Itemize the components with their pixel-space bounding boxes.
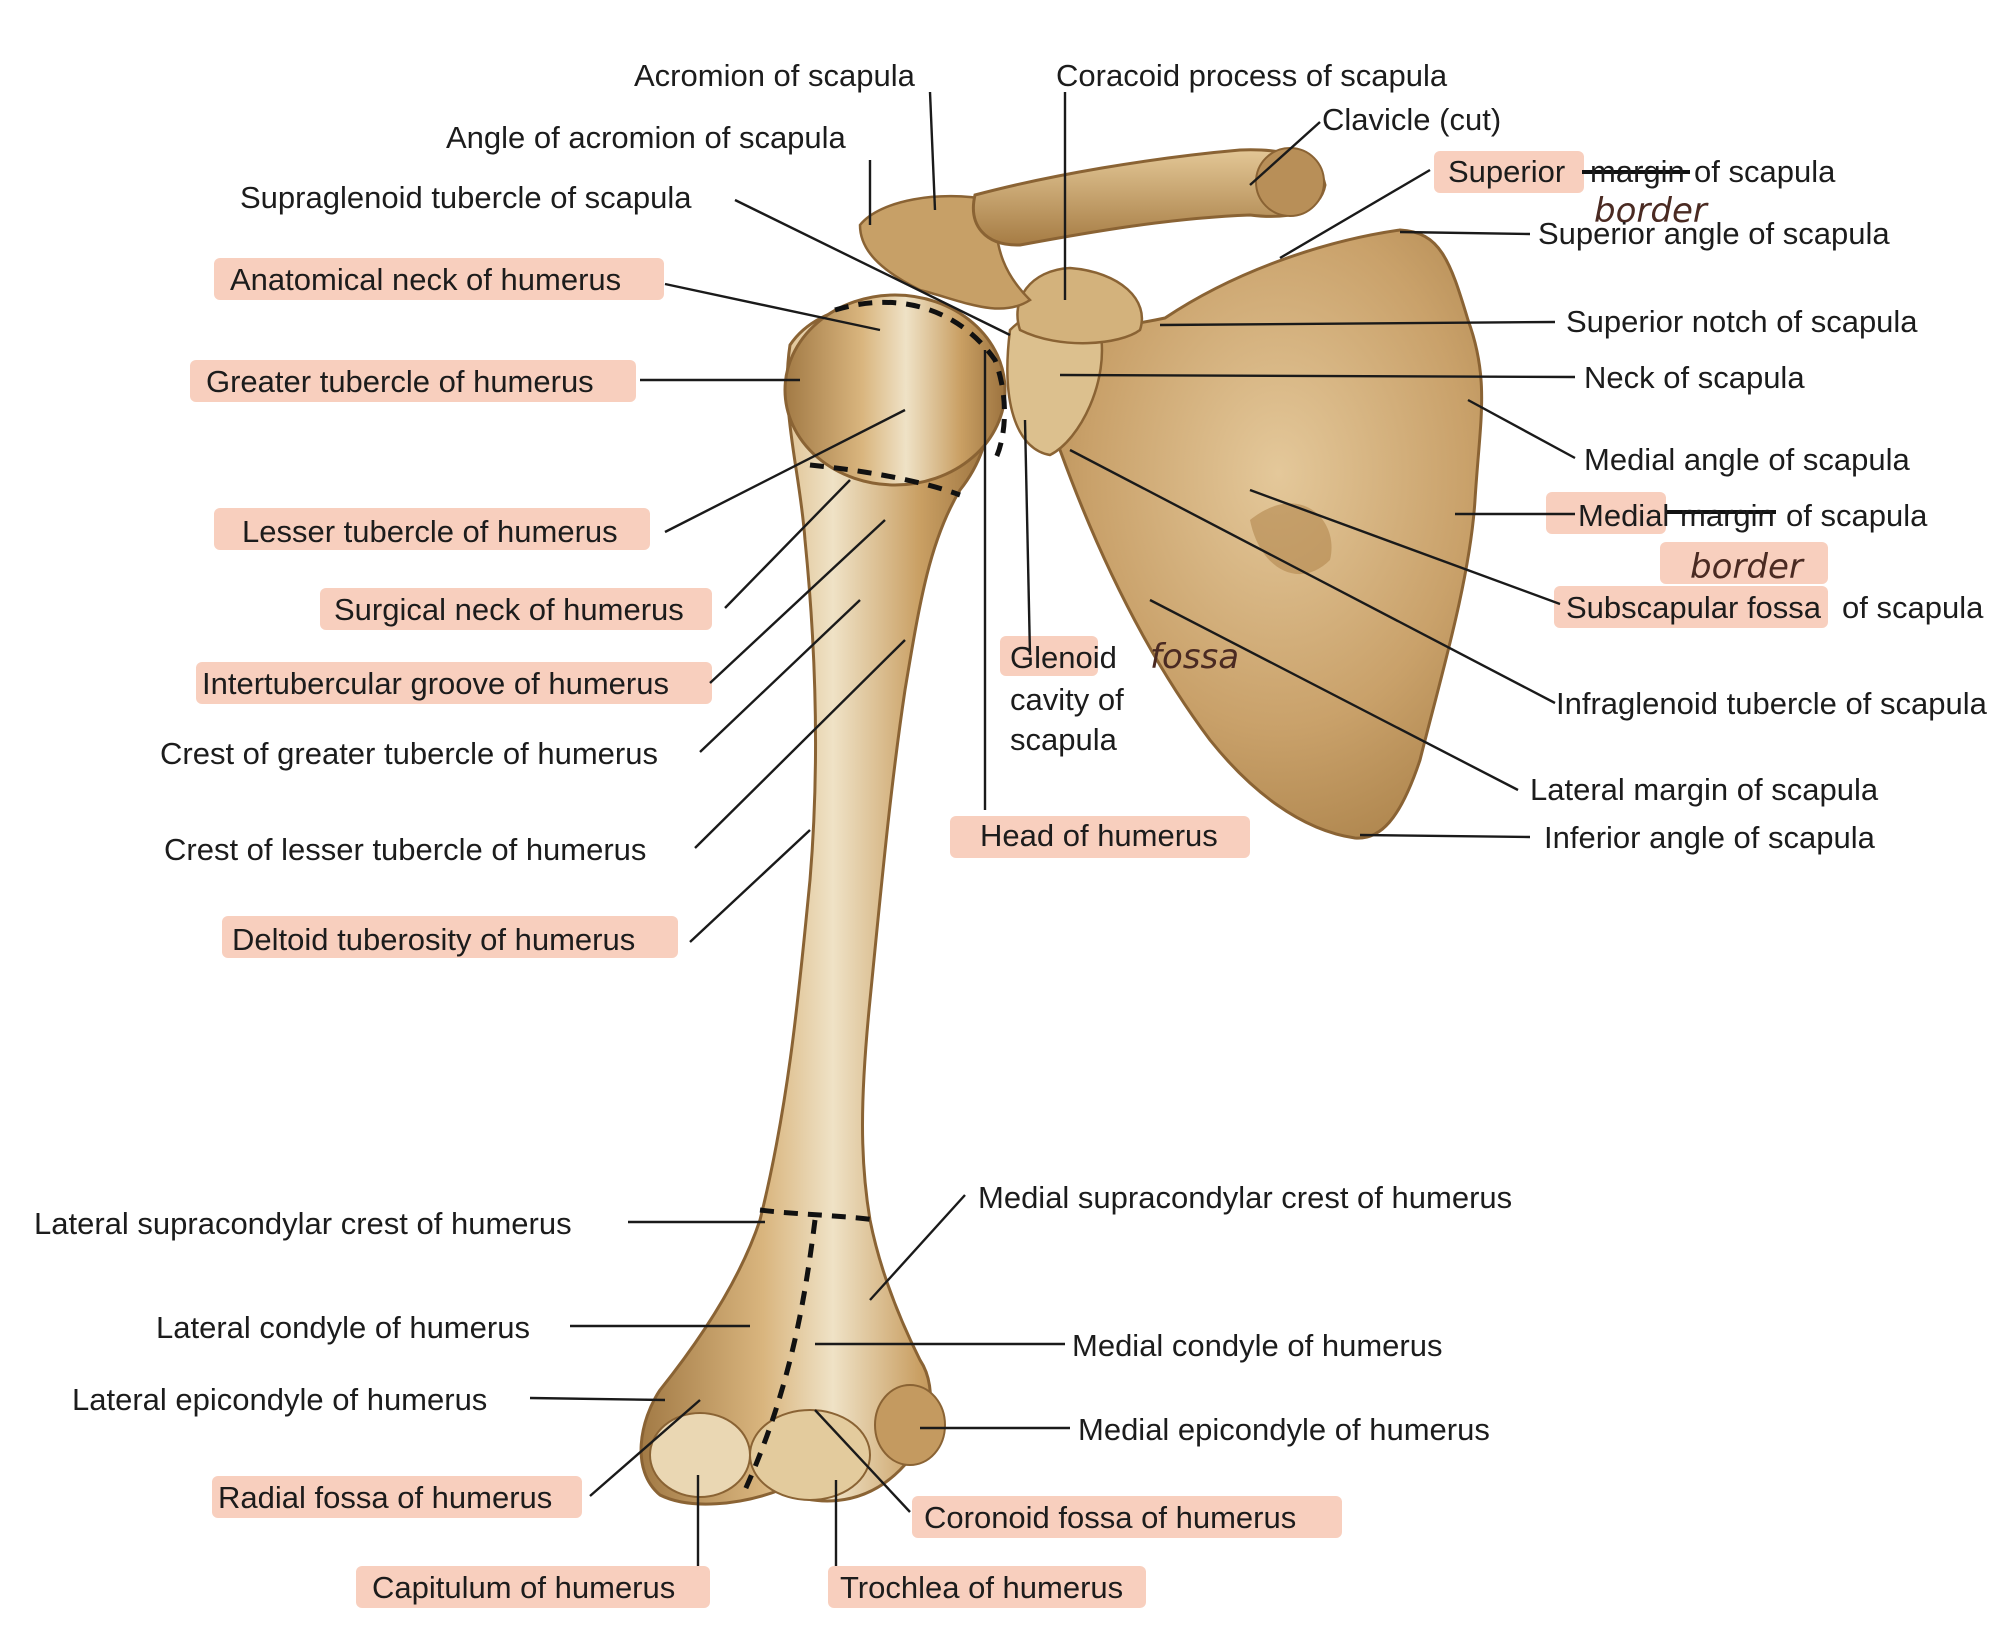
label-medial-margin-b: margin	[1680, 498, 1775, 533]
bone-illustration	[639, 147, 1484, 1506]
label-infraglenoid: Infraglenoid tubercle of scapula	[1556, 686, 1988, 721]
label-inferior-angle: Inferior angle of scapula	[1544, 820, 1876, 855]
label-subscapular-b: of scapula	[1842, 590, 1984, 625]
label-med-supracondylar: Medial supracondylar crest of humerus	[978, 1180, 1512, 1215]
label-lesser-tubercle: Lesser tubercle of humerus	[242, 514, 618, 549]
label-med-epicondyle: Medial epicondyle of humerus	[1078, 1412, 1490, 1447]
leader-lines	[529, 91, 1776, 1566]
label-neck-scapula: Neck of scapula	[1584, 360, 1805, 395]
label-acromion: Acromion of scapula	[634, 58, 916, 93]
label-glenoid-1: Glenoid	[1010, 640, 1117, 675]
labels: Acromion of scapula Coracoid process of …	[34, 58, 1988, 1605]
label-superior-notch: Superior notch of scapula	[1566, 304, 1918, 339]
coracoid-process	[1016, 266, 1144, 345]
label-angle-acromion: Angle of acromion of scapula	[446, 120, 847, 155]
label-superior-margin-a: Superior	[1448, 154, 1565, 189]
label-anatomical-neck: Anatomical neck of humerus	[230, 262, 621, 297]
label-intertubercular: Intertubercular groove of humerus	[202, 666, 669, 701]
label-radial-fossa: Radial fossa of humerus	[218, 1480, 552, 1515]
label-medial-margin-c: of scapula	[1786, 498, 1928, 533]
label-capitulum: Capitulum of humerus	[372, 1570, 675, 1605]
handwritten-border-2: border	[1690, 547, 1805, 587]
handwritten-fossa: fossa	[1150, 637, 1239, 677]
label-medial-margin-a: Medial	[1578, 498, 1669, 533]
label-glenoid-2: cavity of	[1010, 682, 1124, 717]
label-coronoid-fossa: Coronoid fossa of humerus	[924, 1500, 1296, 1535]
label-greater-tubercle: Greater tubercle of humerus	[206, 364, 594, 399]
label-superior-angle: Superior angle of scapula	[1538, 216, 1890, 251]
label-crest-greater: Crest of greater tubercle of humerus	[160, 736, 658, 771]
humerus	[639, 303, 992, 1506]
label-crest-lesser: Crest of lesser tubercle of humerus	[164, 832, 646, 867]
label-superior-margin-c: of scapula	[1694, 154, 1836, 189]
label-surgical-neck: Surgical neck of humerus	[334, 592, 684, 627]
label-subscapular-a: Subscapular fossa	[1566, 590, 1822, 625]
label-head-humerus: Head of humerus	[980, 818, 1218, 853]
handwritten-border-1: border	[1594, 191, 1709, 231]
label-supraglenoid: Supraglenoid tubercle of scapula	[240, 180, 692, 215]
label-lat-condyle: Lateral condyle of humerus	[156, 1310, 530, 1345]
label-highlights	[190, 151, 1828, 1608]
label-glenoid-3: scapula	[1010, 722, 1118, 757]
label-clavicle: Clavicle (cut)	[1322, 102, 1501, 137]
label-coracoid: Coracoid process of scapula	[1056, 58, 1448, 93]
label-medial-angle: Medial angle of scapula	[1584, 442, 1910, 477]
label-deltoid: Deltoid tuberosity of humerus	[232, 922, 635, 957]
label-lat-supracondylar: Lateral supracondylar crest of humerus	[34, 1206, 572, 1241]
label-lat-epicondyle: Lateral epicondyle of humerus	[72, 1382, 487, 1417]
label-lateral-margin: Lateral margin of scapula	[1530, 772, 1879, 807]
label-med-condyle: Medial condyle of humerus	[1072, 1328, 1442, 1363]
humeral-head	[783, 293, 1007, 487]
label-superior-margin-b: margin	[1590, 154, 1685, 189]
label-trochlea: Trochlea of humerus	[840, 1570, 1123, 1605]
